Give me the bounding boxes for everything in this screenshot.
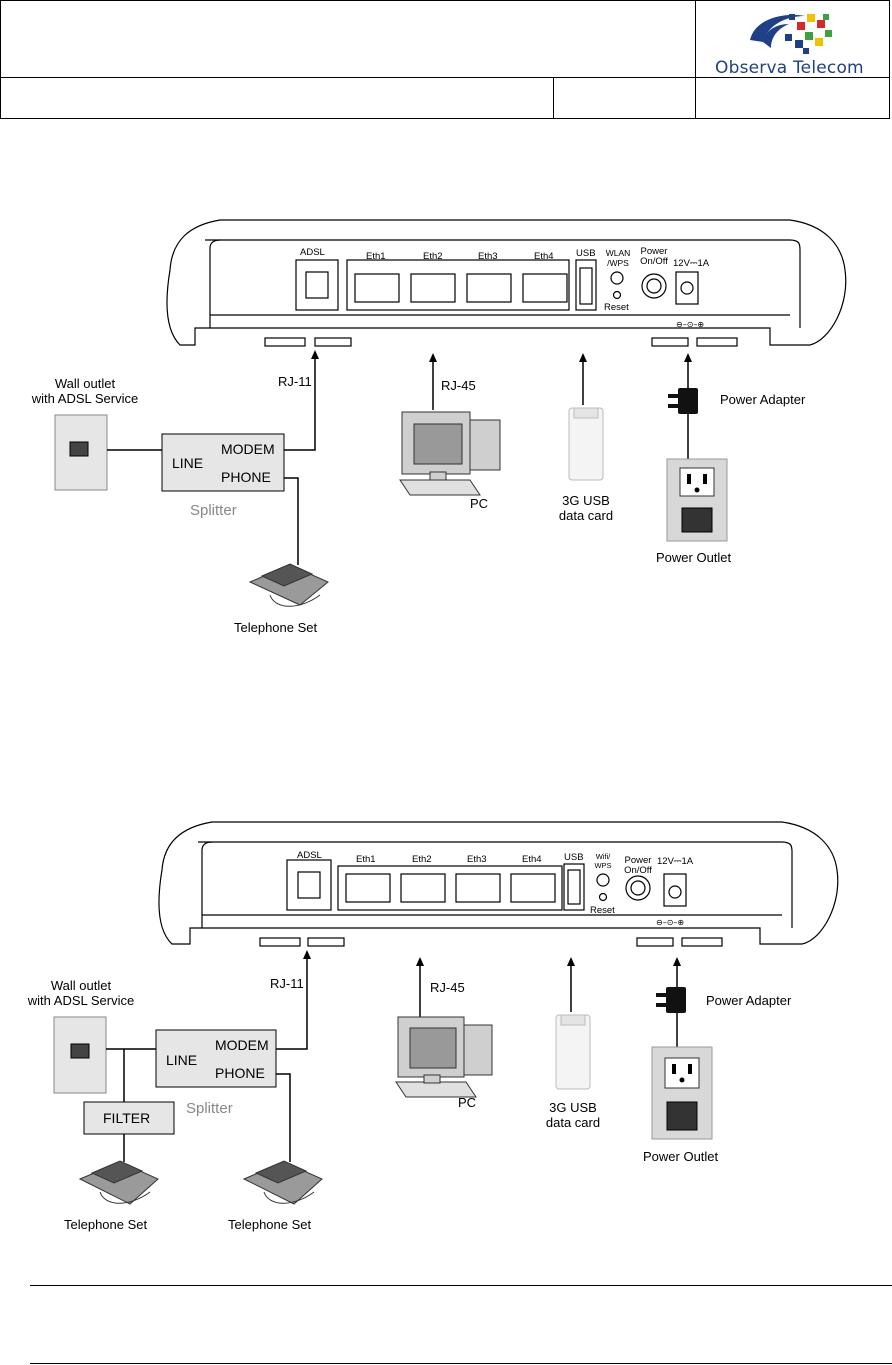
port-label-eth4: Eth4 xyxy=(534,251,554,262)
header-border-bottom xyxy=(0,118,890,119)
header-row-divider-right xyxy=(695,77,890,78)
splitter-modem-label: MODEM xyxy=(221,441,275,457)
svg-text:⊖–⊙–⊕: ⊖–⊙–⊕ xyxy=(656,918,684,927)
header-border-right xyxy=(889,0,890,119)
port-label-adsl-2: ADSL xyxy=(297,850,322,861)
port-label-wlan-wps: WLAN /WPS xyxy=(605,248,631,268)
telephone-set-icon-1 xyxy=(78,1160,159,1205)
header-col-divider xyxy=(695,0,696,119)
footer-rule-bottom xyxy=(30,1363,892,1364)
arrowheads-2 xyxy=(303,950,681,966)
usb-card-label: 3G USB data card xyxy=(558,493,614,523)
splitter-modem-label-2: MODEM xyxy=(215,1037,269,1053)
power-adapter-icon-2 xyxy=(656,987,686,1013)
port-label-dc: 12V⎓1A xyxy=(673,258,710,269)
filter-label: FILTER xyxy=(103,1110,151,1126)
splitter-phone-label: PHONE xyxy=(221,469,271,485)
port-label-wifi-wps: Wifi/ WPS xyxy=(594,852,612,870)
power-outlet-label: Power Outlet xyxy=(656,550,732,565)
wall-outlet-2 xyxy=(53,1016,107,1094)
port-label-eth1: Eth1 xyxy=(366,251,386,262)
power-outlet-icon xyxy=(666,458,728,542)
usb-data-card-icon xyxy=(568,407,604,481)
port-label-power-2: Power On/Off xyxy=(624,855,652,876)
pc-label-2: PC xyxy=(458,1095,477,1110)
port-label-reset: Reset xyxy=(604,302,629,313)
rj11-label: RJ-11 xyxy=(278,374,312,389)
filter-box xyxy=(83,1101,175,1135)
port-label-usb: USB xyxy=(576,248,596,259)
cables xyxy=(107,355,689,565)
port-label-eth1-2: Eth1 xyxy=(356,854,376,865)
svg-text:⊖–⊙–⊕: ⊖–⊙–⊕ xyxy=(676,320,704,329)
port-label-adsl: ADSL xyxy=(300,247,325,258)
port-label-power: Power On/Off xyxy=(640,246,668,267)
router-back-panel: ⊖–⊙–⊕ xyxy=(166,219,847,347)
wall-outlet-label-2: Wall outlet with ADSL Service xyxy=(27,978,135,1008)
splitter-line-label-2: LINE xyxy=(166,1052,198,1068)
telephone-set-icon-2 xyxy=(242,1160,323,1205)
footer-rule-top xyxy=(30,1285,892,1286)
usb-card-label-2: 3G USB data card xyxy=(545,1100,601,1130)
pc-icon-2 xyxy=(395,1016,493,1098)
splitter-phone-label-2: PHONE xyxy=(215,1065,265,1081)
brand-name: Observa Telecom xyxy=(715,58,864,78)
telephone-set-icon xyxy=(248,563,329,607)
rj45-label-2: RJ-45 xyxy=(430,980,465,995)
observa-logo-icon xyxy=(750,14,832,54)
document-header: Observa Telecom xyxy=(0,0,890,119)
splitter-label: Splitter xyxy=(190,502,237,519)
power-adapter-icon xyxy=(668,388,698,414)
port-label-eth4-2: Eth4 xyxy=(522,854,542,865)
connection-diagram-splitter: ⊖–⊙–⊕ xyxy=(0,210,892,640)
power-outlet-icon-2 xyxy=(651,1046,713,1140)
rj11-label-2: RJ-11 xyxy=(270,976,304,991)
rj45-label: RJ-45 xyxy=(441,378,476,393)
port-label-dc-2: 12V⎓1A xyxy=(657,856,694,867)
port-label-reset-2: Reset xyxy=(590,905,615,916)
power-outlet-label-2: Power Outlet xyxy=(643,1149,719,1164)
header-col-divider-2 xyxy=(553,77,554,119)
port-label-usb-2: USB xyxy=(564,852,584,863)
telephone-label-1: Telephone Set xyxy=(64,1217,148,1232)
splitter-box xyxy=(161,433,285,492)
cables-2 xyxy=(106,955,678,1162)
router-back-panel-2: ⊖–⊙–⊕ xyxy=(158,821,839,947)
telephone-label-2: Telephone Set xyxy=(228,1217,312,1232)
usb-data-card-icon-2 xyxy=(555,1014,591,1090)
header-row-divider xyxy=(0,77,695,78)
telephone-label: Telephone Set xyxy=(234,620,318,635)
pc-icon xyxy=(399,411,501,496)
arrowheads xyxy=(311,350,692,362)
diagram2-drawing: ⊖–⊙–⊕ xyxy=(53,821,839,1205)
port-label-eth3: Eth3 xyxy=(478,251,498,262)
header-border-left xyxy=(0,0,1,119)
power-adapter-label-2: Power Adapter xyxy=(706,993,792,1008)
header-border-top xyxy=(0,0,890,1)
splitter-box-2 xyxy=(155,1029,277,1088)
splitter-line-label: LINE xyxy=(172,455,204,471)
splitter-label-2: Splitter xyxy=(186,1100,233,1117)
pc-label: PC xyxy=(470,496,489,511)
port-label-eth3-2: Eth3 xyxy=(467,854,487,865)
power-adapter-label: Power Adapter xyxy=(720,392,806,407)
wall-outlet-label: Wall outlet with ADSL Service xyxy=(31,376,139,406)
connection-diagram-filter: ⊖–⊙–⊕ xyxy=(0,812,892,1237)
diagram1-drawing: ⊖–⊙–⊕ xyxy=(54,219,847,607)
wall-outlet xyxy=(54,414,108,491)
port-label-eth2: Eth2 xyxy=(423,251,443,262)
port-label-eth2-2: Eth2 xyxy=(412,854,432,865)
